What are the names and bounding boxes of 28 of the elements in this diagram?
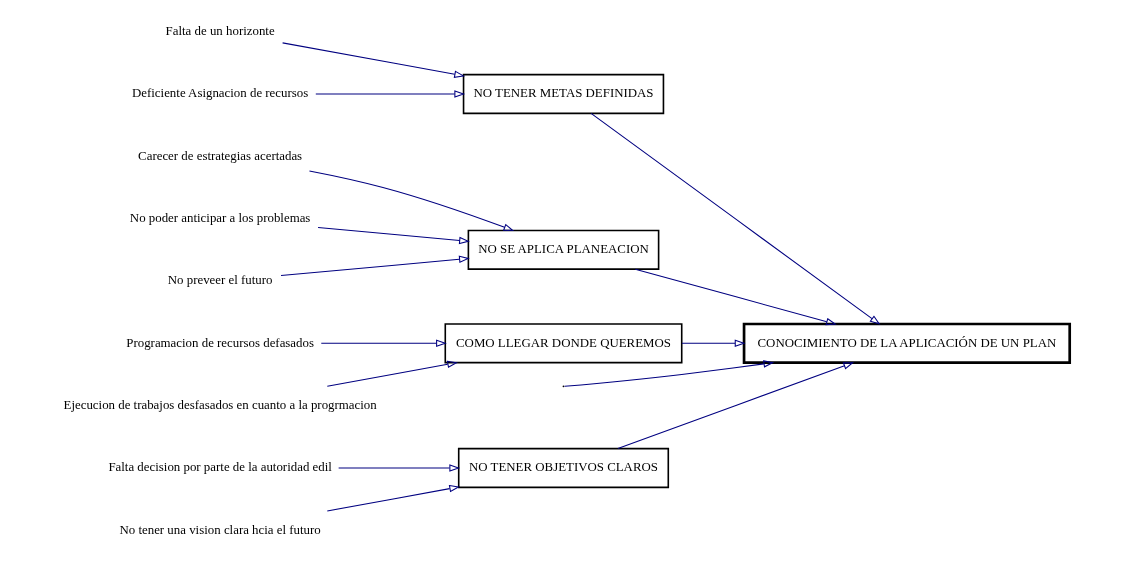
node-text: Programacion de recursos defasados bbox=[126, 335, 314, 350]
arrow bbox=[317, 226, 470, 245]
arrow bbox=[338, 464, 461, 472]
node-box: NO TENER OBJETIVOS CLAROS bbox=[457, 447, 670, 489]
node-text: Carecer de estrategias acertadas bbox=[138, 148, 303, 163]
arrow bbox=[280, 255, 470, 277]
arrow bbox=[590, 112, 881, 325]
node-text: No preveer el futuro bbox=[167, 273, 273, 288]
node-box: NO TENER METAS DEFINIDAS bbox=[462, 73, 665, 115]
arrow bbox=[308, 170, 515, 231]
arrow bbox=[634, 268, 837, 326]
arrow bbox=[617, 362, 855, 450]
arrow bbox=[326, 360, 458, 387]
node-text: Falta decision por parte de la autoridad edil bbox=[108, 460, 332, 475]
arrow bbox=[326, 484, 461, 512]
node-text: Falta de un horizonte bbox=[165, 23, 275, 38]
node-text: Deficiente Asignacion de recursos bbox=[131, 86, 309, 101]
node-text: Ejecucion de trabajos desfasados en cuanto a la progrmacion bbox=[63, 398, 377, 412]
node-text: No tener una vision clara hcia el futuro bbox=[119, 522, 321, 537]
node-box: COMO LLEGAR DONDE QUEREMOS bbox=[444, 323, 683, 364]
arrow bbox=[681, 339, 746, 348]
arrow bbox=[320, 339, 447, 348]
node-box: NO SE APLICA PLANEACION bbox=[467, 229, 660, 270]
node-text: No poder anticipar a los problemas bbox=[129, 211, 311, 225]
arrow bbox=[282, 42, 465, 78]
node-box: CONOCIMIENTO DE LA APLICACIÓN DE UN PLAN bbox=[742, 322, 1072, 365]
arrow bbox=[564, 360, 775, 387]
arrow bbox=[315, 90, 466, 98]
